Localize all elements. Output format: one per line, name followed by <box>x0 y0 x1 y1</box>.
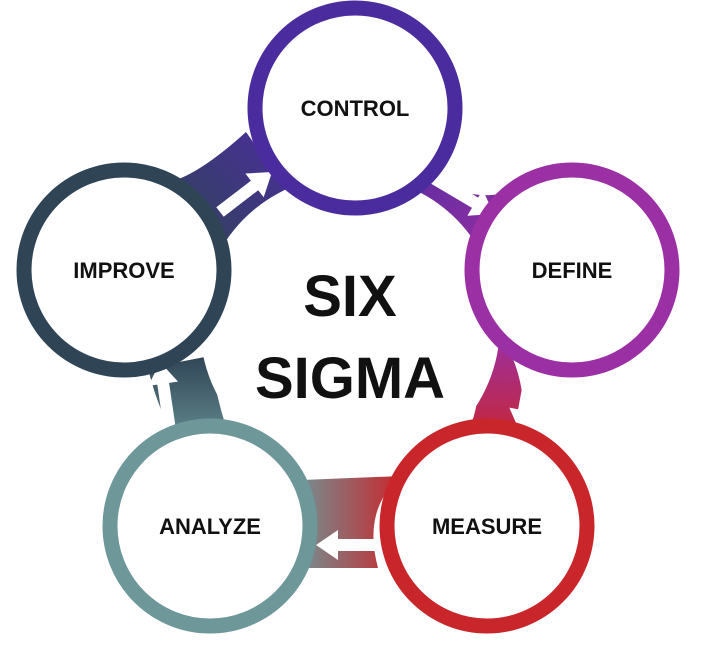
step-circle-analyze <box>102 418 318 634</box>
step-improve: IMPROVE <box>16 162 232 378</box>
step-circle-control <box>247 0 463 216</box>
arrow-control-to-define <box>426 170 494 216</box>
arrow-define-to-measure <box>509 360 539 432</box>
step-define: DEFINE <box>464 162 680 378</box>
center-title-line2: SIGMA <box>255 346 445 411</box>
arrow-measure-to-analyze <box>316 530 382 560</box>
step-label-define: DEFINE <box>532 258 613 283</box>
cycle-arrows <box>148 170 539 560</box>
step-label-measure: MEASURE <box>432 514 542 539</box>
step-circle-measure <box>379 418 595 634</box>
arrow-improve-to-control <box>216 172 272 217</box>
step-circle-improve <box>16 162 232 378</box>
step-circle-define <box>464 162 680 378</box>
step-analyze: ANALYZE <box>102 418 318 634</box>
arrow-analyze-to-improve <box>148 362 178 431</box>
step-label-analyze: ANALYZE <box>159 514 261 539</box>
step-control: CONTROL <box>247 0 463 216</box>
center-field <box>200 175 500 475</box>
step-measure: MEASURE <box>379 418 595 634</box>
step-label-improve: IMPROVE <box>73 258 174 283</box>
center-title-line1: SIX <box>303 264 397 329</box>
step-label-control: CONTROL <box>301 96 410 121</box>
